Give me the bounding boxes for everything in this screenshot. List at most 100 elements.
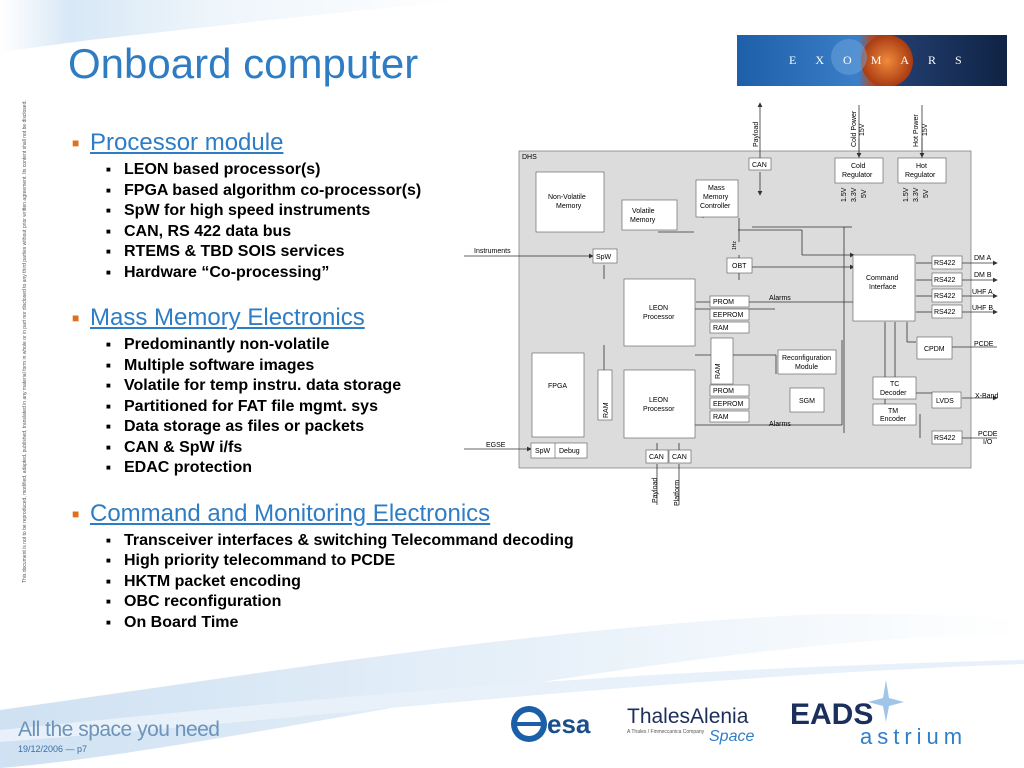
- nvm-l1: Non-Volatile: [548, 194, 586, 201]
- thales-subline: A Thales / Finmeccanica Company: [627, 729, 705, 735]
- exomars-letter: O: [843, 53, 852, 67]
- hot-reg-v15: 1.5V: [903, 187, 910, 202]
- nvm-l2: Memory: [556, 203, 582, 210]
- mass-memory-controller: [695, 179, 739, 218]
- rm-l1: Reconfiguration: [782, 355, 831, 362]
- instruments-label: Instruments: [474, 248, 511, 255]
- fpga-box: [531, 352, 585, 438]
- cpdm-label: CPDM: [924, 346, 945, 353]
- hot-reg-v5: 5V: [923, 189, 930, 198]
- leon2-l1: LEON: [649, 397, 668, 404]
- cold-reg-v33: 3.3V: [851, 187, 858, 202]
- rs422-box: [931, 288, 963, 303]
- mass-memory-items: Predominantly non-volatile Multiple soft…: [72, 335, 632, 479]
- list-item: FPGA based algorithm co-processor(s): [106, 181, 632, 202]
- tc-decoder: [872, 376, 917, 400]
- cold-regulator-l1: Cold: [851, 163, 866, 170]
- pcde-io-l1: PCDE: [978, 431, 998, 438]
- list-item: Transceiver interfaces & switching Telec…: [106, 531, 632, 552]
- command-interface: [852, 254, 916, 322]
- cpdm-box: [916, 336, 953, 360]
- obt-label: OBT: [732, 263, 747, 270]
- footer-date: 19/12/2006 — p7: [18, 744, 88, 754]
- uhf-b-label: UHF B: [972, 305, 993, 312]
- fpga-label: FPGA: [548, 383, 567, 390]
- mmc-l2: Memory: [703, 194, 729, 201]
- obc-block-diagram: DHS: [464, 102, 998, 506]
- rs422-label: RS422: [934, 293, 956, 300]
- link-command-monitoring-electronics[interactable]: Command and Monitoring Electronics: [90, 499, 491, 527]
- tme-l1: TM: [888, 408, 898, 415]
- non-volatile-memory: [535, 171, 605, 233]
- exomars-logo: E X O M A R S: [737, 35, 1007, 86]
- confidentiality-note: This document is not to be reproduced, m…: [22, 100, 28, 583]
- exomars-letter: X: [815, 53, 825, 67]
- list-item: EDAC protection: [106, 458, 632, 479]
- can-top-box: [748, 157, 772, 171]
- list-item: Partitioned for FAT file mgmt. sys: [106, 397, 632, 418]
- hot-regulator-l2: Regulator: [905, 172, 936, 179]
- link-mass-memory-electronics[interactable]: Mass Memory Electronics: [90, 304, 365, 331]
- payload-top-label: Payload: [753, 122, 760, 147]
- eads-wordmark: EADS: [790, 698, 873, 731]
- command-items: Transceiver interfaces & switching Telec…: [72, 531, 632, 634]
- eeprom-1: [709, 308, 750, 321]
- alarms-label-2: Alarms: [769, 421, 791, 428]
- link-processor-module[interactable]: Processor module: [90, 129, 284, 156]
- rs422-label: RS422: [934, 309, 956, 316]
- can-bottom-1: [645, 449, 669, 464]
- exomars-letter: E: [789, 53, 797, 67]
- list-item: Data storage as files or packets: [106, 417, 632, 438]
- tcd-l1: TC: [890, 381, 899, 388]
- space-wordmark: Space: [709, 728, 754, 745]
- ram2-label: RAM: [713, 414, 729, 421]
- can-top-label: CAN: [752, 162, 767, 169]
- cold-power-voltage: 15V: [859, 123, 866, 136]
- section-mass-memory: ■ Mass Memory Electronics: [72, 303, 632, 333]
- cold-reg-v5: 5V: [861, 189, 868, 198]
- hot-reg-v33: 3.3V: [913, 187, 920, 202]
- leon1-l2: Processor: [643, 314, 675, 321]
- exomars-letter: S: [955, 53, 962, 67]
- egse-label: EGSE: [486, 442, 506, 449]
- eeprom1-label: EEPROM: [713, 312, 744, 319]
- cold-regulator: [834, 157, 884, 184]
- prom2-label: PROM: [713, 388, 734, 395]
- obt-box: [726, 257, 753, 274]
- ram-2: [709, 410, 750, 423]
- esa-wordmark: esa: [547, 709, 591, 739]
- cold-regulator-l2: Regulator: [842, 172, 873, 179]
- vm-l2: Memory: [630, 217, 656, 224]
- hot-regulator: [897, 157, 947, 184]
- section-command-monitoring: ■ Command and Monitoring Electronics: [72, 499, 632, 529]
- section-processor-module: ■ Processor module: [72, 128, 632, 158]
- dm-b-label: DM B: [974, 272, 992, 279]
- rs422-box: [931, 304, 963, 319]
- exomars-letter: M: [870, 53, 882, 67]
- bullet-square-icon: ■: [72, 311, 80, 325]
- leon2-l2: Processor: [643, 406, 675, 413]
- prom-2: [709, 384, 750, 397]
- egse-spw-label: SpW: [535, 448, 551, 455]
- pcde-label: PCDE: [974, 341, 994, 348]
- rs422-bottom-label: RS422: [934, 435, 956, 442]
- list-item: HKTM packet encoding: [106, 572, 632, 593]
- uhf-a-label: UHF A: [972, 289, 993, 296]
- x-band-label: X-Band: [975, 393, 998, 400]
- list-item: Multiple software images: [106, 356, 632, 377]
- exomars-letter: R: [928, 53, 937, 67]
- can-bottom-2-label: CAN: [672, 454, 687, 461]
- lvds-box: [931, 391, 962, 409]
- rs422-box: [931, 255, 963, 270]
- esa-logo: esa: [511, 706, 591, 742]
- eeprom2-label: EEPROM: [713, 401, 744, 408]
- exomars-letters: E X O M A R S: [737, 35, 1007, 86]
- dm-a-label: DM A: [974, 255, 991, 262]
- hz-label: 1Hz: [732, 241, 738, 250]
- hot-power-voltage: 15V: [922, 123, 929, 136]
- thales-alenia-space-logo: ThalesAlenia A Thales / Finmeccanica Com…: [627, 705, 754, 745]
- prom1-label: PROM: [713, 299, 734, 306]
- rs422-bottom-box: [931, 430, 963, 445]
- pcde-io-l2: I/O: [983, 439, 993, 446]
